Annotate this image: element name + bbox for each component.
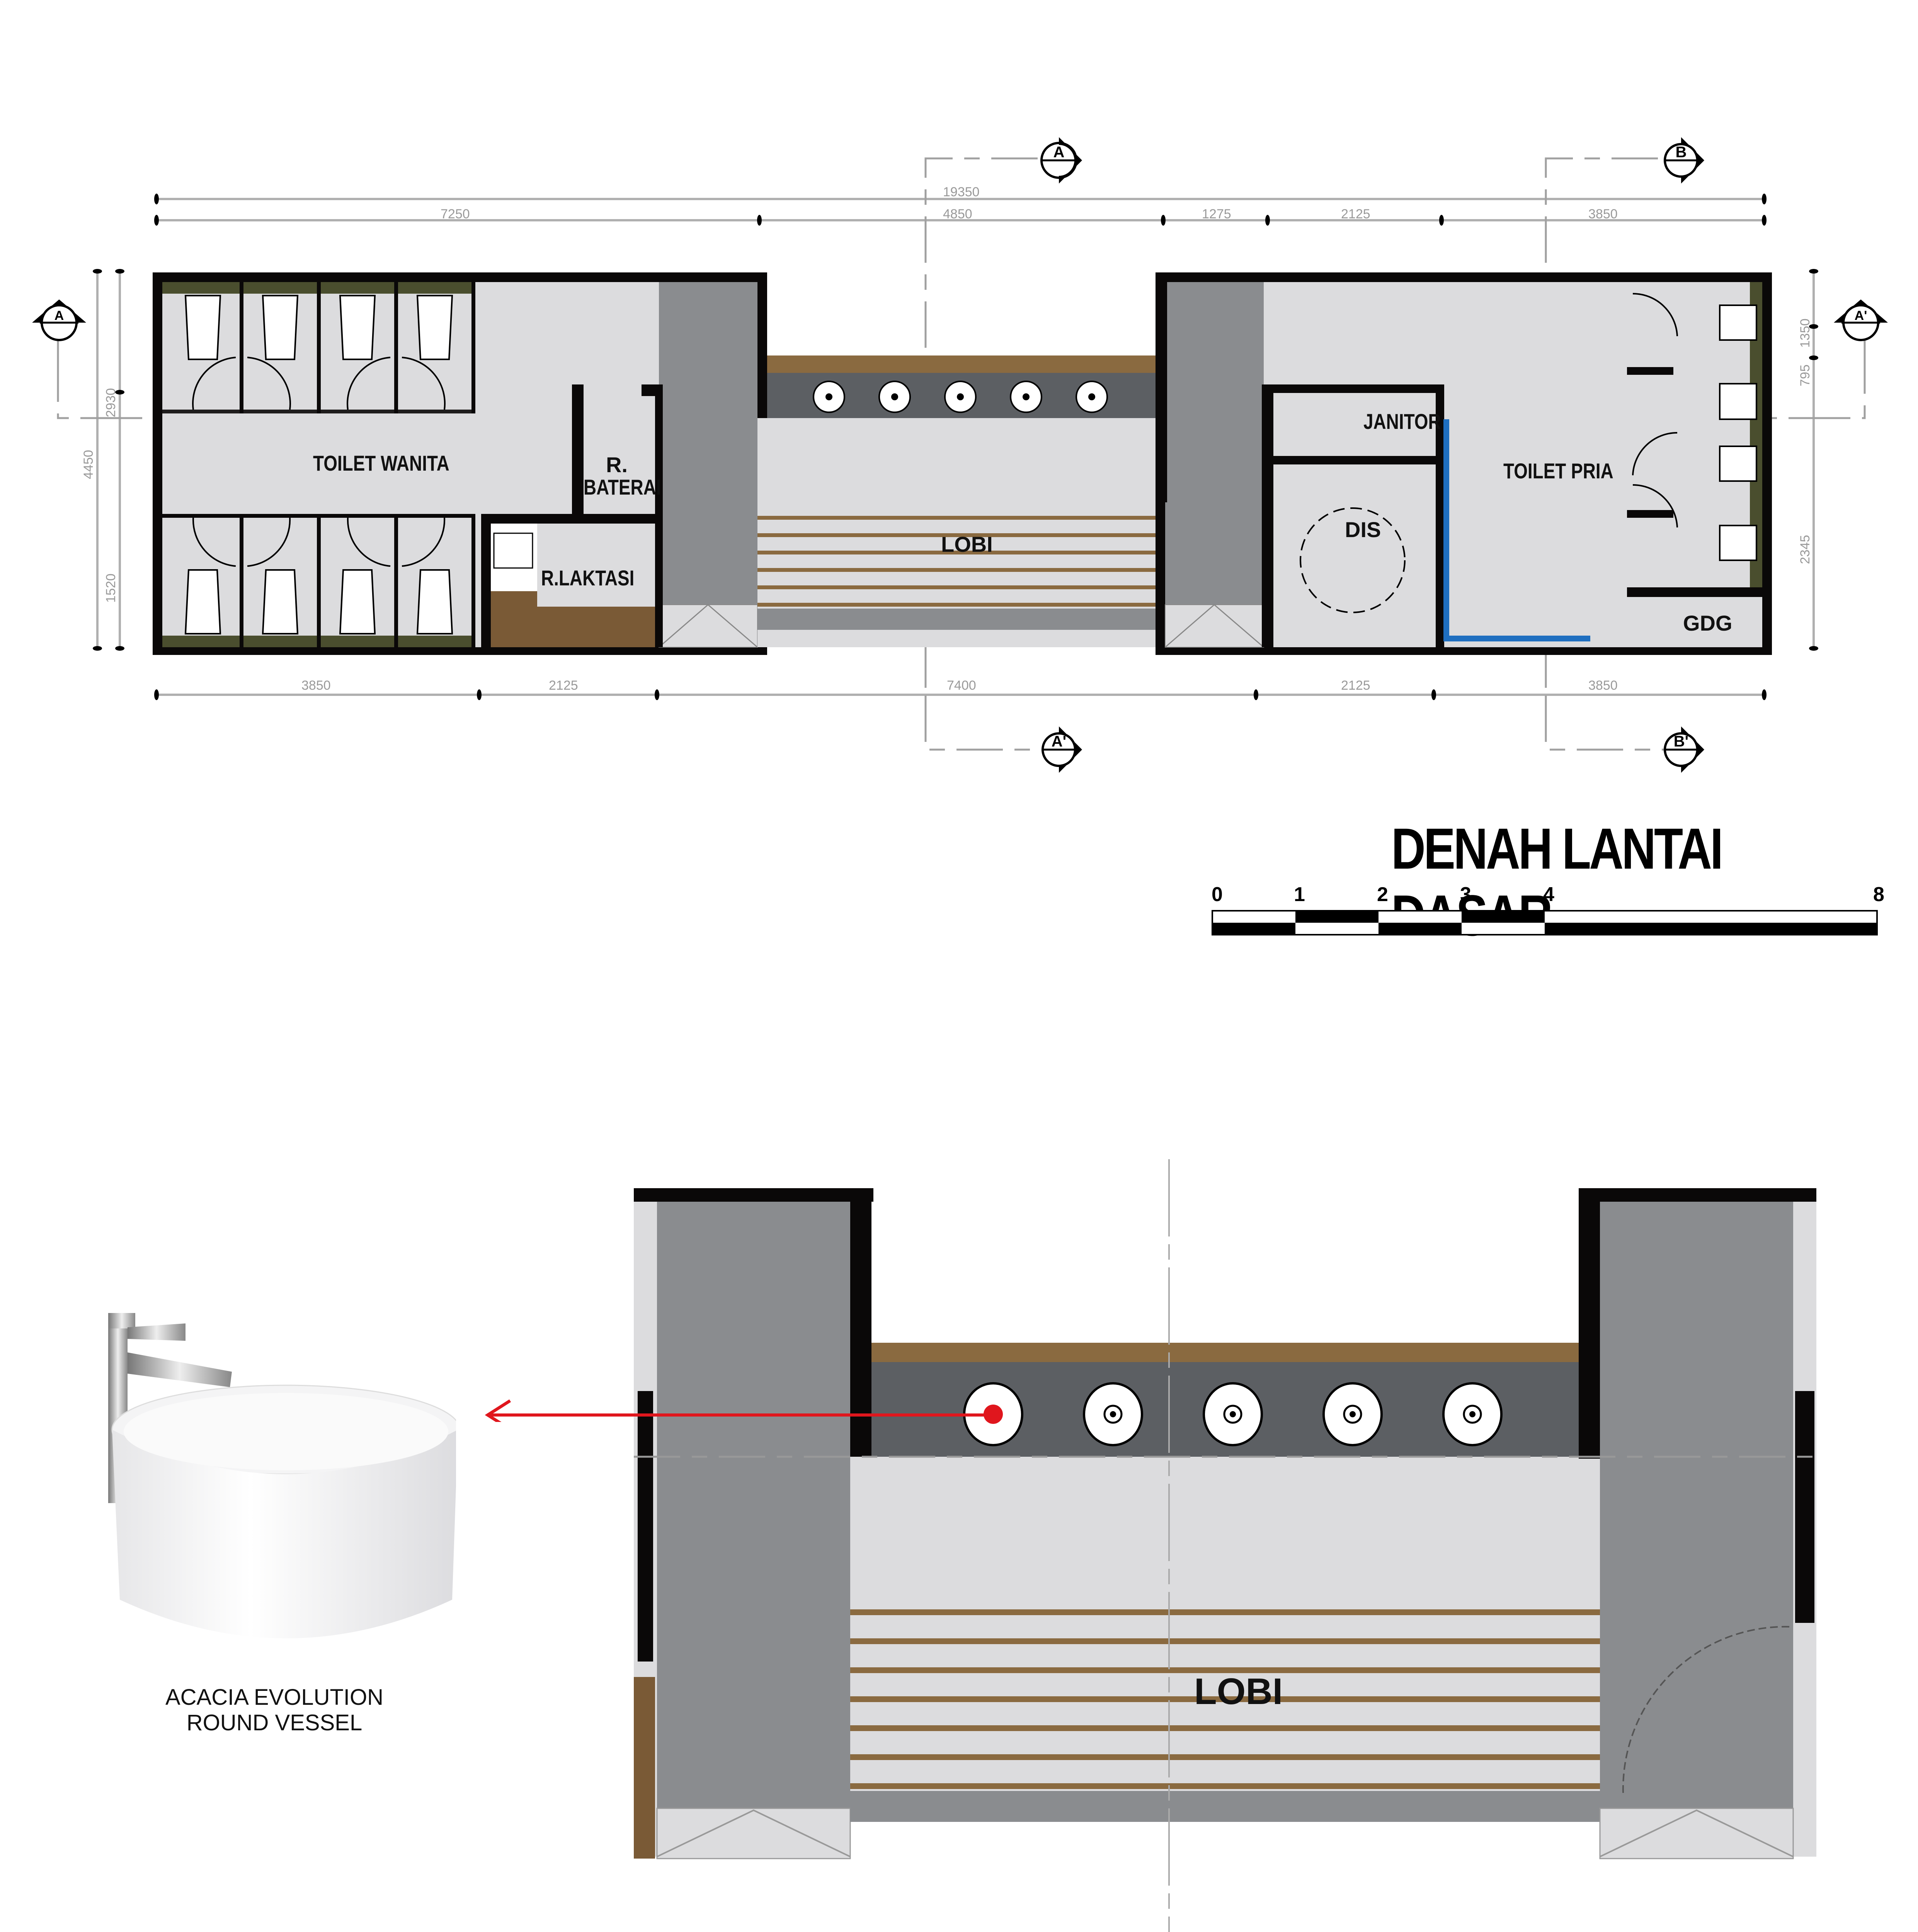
scale-bar-top: 0 1 2 3 4 8 xyxy=(1212,883,1884,937)
svg-text:2930: 2930 xyxy=(104,388,118,417)
svg-text:A': A' xyxy=(1052,733,1066,750)
svg-text:B': B' xyxy=(1674,733,1688,750)
svg-text:A: A xyxy=(54,308,64,323)
label-lobi-detail: LOBI xyxy=(1194,1671,1283,1712)
product-name-line1: ACACIA EVOLUTION xyxy=(165,1685,384,1710)
pointer-arrow xyxy=(479,1391,1001,1431)
section-marker-a-right: A' xyxy=(1832,294,1890,344)
label-r-baterai-1: R. xyxy=(606,452,628,477)
dimension-lines-top xyxy=(155,198,1766,696)
product-caption: ACACIA EVOLUTION ROUND VESSEL xyxy=(100,1685,448,1736)
svg-text:19350: 19350 xyxy=(943,185,980,199)
label-r-baterai-2: BATERAI xyxy=(584,475,661,499)
svg-text:1275: 1275 xyxy=(1202,207,1231,221)
section-marker-b-top: B xyxy=(1662,133,1708,187)
label-dis: DIS xyxy=(1345,517,1381,542)
svg-text:2125: 2125 xyxy=(1341,207,1370,221)
svg-text:2125: 2125 xyxy=(549,678,578,693)
sink-row-top xyxy=(813,381,1108,413)
label-r-laktasi: R.LAKTASI xyxy=(541,566,634,590)
section-marker-a-left: A xyxy=(30,294,88,344)
svg-text:3850: 3850 xyxy=(1588,678,1618,693)
svg-text:A': A' xyxy=(1855,308,1867,323)
svg-text:7250: 7250 xyxy=(441,207,470,221)
svg-text:2345: 2345 xyxy=(1798,535,1812,564)
floor-plan-ground: 19350 7250 4850 1275 2125 3850 3850 2125… xyxy=(0,0,1918,811)
label-gdg: GDG xyxy=(1683,611,1732,635)
section-marker-b-bottom: B' xyxy=(1662,723,1708,777)
svg-text:2125: 2125 xyxy=(1341,678,1370,693)
svg-text:4850: 4850 xyxy=(943,207,972,221)
svg-text:795: 795 xyxy=(1798,364,1812,386)
product-image-sink xyxy=(108,1306,461,1673)
label-toilet-wanita: TOILET WANITA xyxy=(313,451,449,475)
svg-text:3850: 3850 xyxy=(301,678,331,693)
svg-text:7400: 7400 xyxy=(947,678,976,693)
section-marker-a-top: A xyxy=(1040,133,1086,187)
label-lobi: LOBI xyxy=(941,532,993,556)
svg-text:3850: 3850 xyxy=(1588,207,1618,221)
svg-text:B: B xyxy=(1676,144,1687,161)
floor-plan-lobi-detail: LOBI xyxy=(634,1159,1816,1932)
svg-text:1350: 1350 xyxy=(1798,318,1812,348)
label-janitor: JANITOR xyxy=(1363,410,1441,434)
svg-text:4450: 4450 xyxy=(81,450,96,479)
product-name-line2: ROUND VESSEL xyxy=(186,1710,362,1735)
svg-text:1520: 1520 xyxy=(104,573,118,603)
section-marker-a-bottom: A' xyxy=(1040,723,1086,777)
label-toilet-pria: TOILET PRIA xyxy=(1503,459,1613,483)
svg-text:A: A xyxy=(1053,144,1065,161)
